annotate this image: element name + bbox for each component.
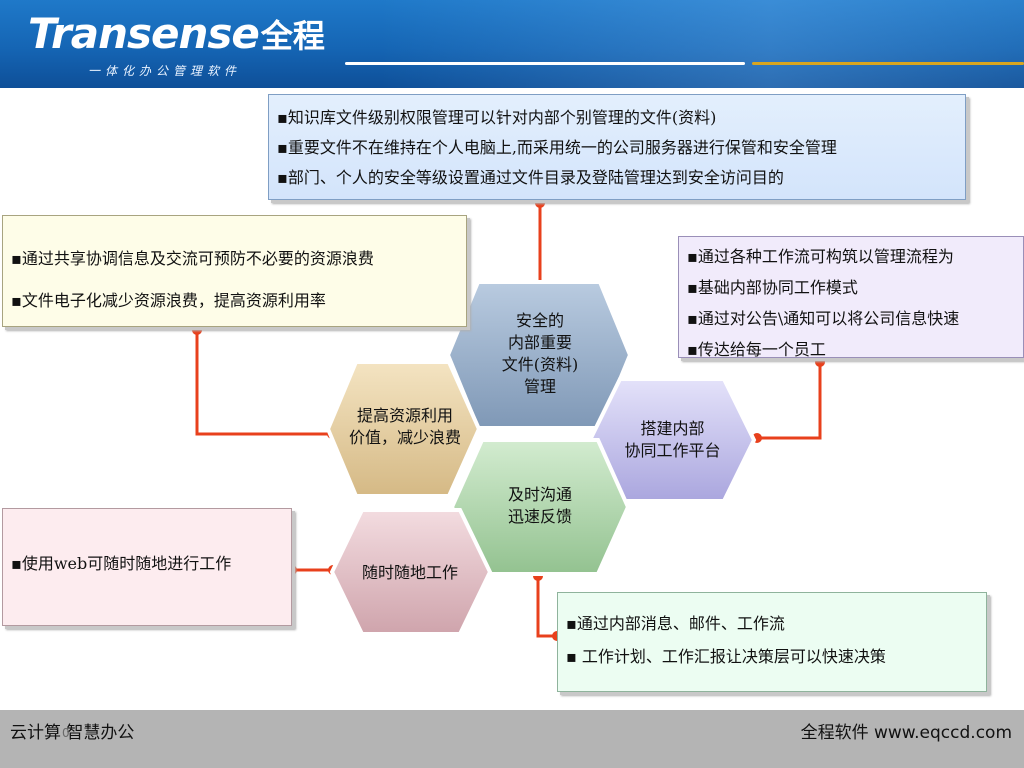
page-number: 0: [62, 726, 70, 740]
hexagon-anywhere-label: 随时随地工作: [340, 562, 480, 584]
hex-text-line: 随时随地工作: [361, 563, 458, 582]
header-gold-line: [752, 62, 1024, 65]
logo-tagline: 一体化办公管理软件: [88, 64, 242, 78]
hex-text-line: 协同工作平台: [624, 441, 721, 460]
connector-right: [757, 362, 822, 440]
footer-company: 全程软件 www.eqccd.com: [800, 723, 1012, 743]
hex-text-line: 搭建内部: [640, 419, 705, 438]
footer-bar: 云计算 智慧办公 0 全程软件 www.eqccd.com: [0, 710, 1024, 768]
header-sheen: [380, 0, 1024, 88]
list-item: ▪使用web可随时随地进行工作: [11, 554, 232, 573]
list-item: ▪通过对公告\通知可以将公司信息快速: [687, 309, 960, 328]
connector-bottom-right: [536, 576, 557, 638]
hex-text-line: 价值，减少浪费: [348, 428, 461, 447]
logo-chinese: 全程: [260, 17, 325, 55]
footer-slogan: 云计算 智慧办公: [10, 723, 135, 743]
security-description-box: ▪知识库文件级别权限管理可以针对内部个别管理的文件(资料) ▪重要文件不在维持在…: [268, 94, 966, 200]
communicate-description-box: ▪通过内部消息、邮件、工作流 ▪ 工作计划、工作汇报让决策层可以快速决策: [557, 592, 987, 692]
hex-text-line: 管理: [523, 377, 556, 396]
list-item: ▪部门、个人的安全等级设置通过文件目录及登陆管理达到安全访问目的: [277, 168, 784, 187]
connector-left: [195, 330, 332, 436]
list-item: ▪基础内部协同工作模式: [687, 278, 858, 297]
hexagon-security-label: 安全的 内部重要 文件(资料) 管理: [470, 310, 610, 398]
hexagon-resource-label: 提高资源利用 价值，减少浪费: [330, 405, 480, 449]
hex-text-line: 内部重要: [507, 333, 572, 352]
list-item: ▪通过共享协调信息及交流可预防不必要的资源浪费: [11, 249, 374, 268]
hex-text-line: 及时沟通: [507, 485, 572, 504]
collab-description-box: ▪通过各种工作流可构筑以管理流程为 ▪基础内部协同工作模式 ▪通过对公告\通知可…: [678, 236, 1024, 359]
anywhere-description-box: ▪使用web可随时随地进行工作: [2, 508, 292, 626]
list-item: ▪通过内部消息、邮件、工作流: [566, 614, 785, 633]
hexagon-collab-label: 搭建内部 协同工作平台: [600, 418, 745, 462]
resource-description-box: ▪通过共享协调信息及交流可预防不必要的资源浪费 ▪文件电子化减少资源浪费，提高资…: [2, 215, 467, 327]
header-banner: Transense 全程 一体化办公管理软件: [0, 0, 1024, 88]
hex-text-line: 迅速反馈: [507, 507, 572, 526]
hex-text-line: 提高资源利用: [356, 406, 453, 425]
transense-logo: Transense 全程: [28, 12, 325, 56]
list-item: ▪传达给每一个员工: [687, 340, 826, 359]
hex-text-line: 文件(资料): [501, 355, 579, 374]
hex-text-line: 安全的: [515, 311, 564, 330]
logo-english: Transense: [28, 9, 260, 58]
list-item: ▪知识库文件级别权限管理可以针对内部个别管理的文件(资料): [277, 108, 717, 127]
list-item: ▪通过各种工作流可构筑以管理流程为: [687, 247, 954, 266]
list-item: ▪ 工作计划、工作汇报让决策层可以快速决策: [566, 647, 886, 666]
hexagon-communicate-label: 及时沟通 迅速反馈: [470, 484, 610, 528]
list-item: ▪文件电子化减少资源浪费，提高资源利用率: [11, 291, 326, 310]
list-item: ▪重要文件不在维持在个人电脑上,而采用统一的公司服务器进行保管和安全管理: [277, 138, 837, 157]
header-white-line: [345, 62, 745, 65]
